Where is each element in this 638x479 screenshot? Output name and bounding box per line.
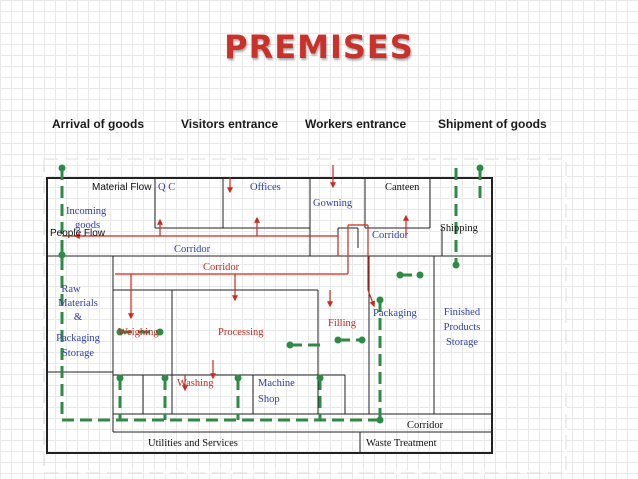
header-workers-entrance: Workers entrance — [305, 117, 407, 131]
room-utilities: Utilities and Services — [148, 438, 238, 449]
room-canteen: Canteen — [385, 182, 420, 193]
room-filling: Filling — [328, 318, 357, 329]
room-offices: Offices — [250, 182, 281, 193]
room-machine-shop-line2: Shop — [258, 394, 280, 405]
room-machine-shop-line1: Machine — [258, 378, 295, 389]
room-waste-treatment: Waste Treatment — [366, 438, 437, 449]
room-finished-products-line1: Finished — [444, 307, 481, 318]
material-flow-markers — [58, 164, 484, 424]
room-raw-materials-line1: Raw — [61, 284, 81, 295]
room-washing: Washing — [177, 378, 214, 389]
legend-people-flow: People Flow — [50, 228, 106, 239]
legend-material-flow: Material Flow — [92, 182, 152, 193]
corridor-red: Corridor — [203, 262, 240, 273]
room-finished-products-line3: Storage — [446, 337, 478, 348]
corridor-bottom: Corridor — [407, 420, 444, 431]
room-shipping: Shipping — [440, 223, 479, 234]
premises-boundary — [43, 158, 567, 474]
room-qc: Q C — [158, 182, 175, 193]
room-raw-materials-line4: Packaging — [56, 333, 100, 344]
premises-boundary-shadow — [43, 158, 567, 474]
people-flow-lines — [62, 165, 409, 392]
header-visitors-entrance: Visitors entrance — [181, 117, 279, 131]
header-shipment-of-goods: Shipment of goods — [438, 117, 547, 131]
room-processing: Processing — [218, 327, 264, 338]
page-title: PREMISES — [224, 28, 414, 66]
room-raw-materials-line2: Materials — [58, 298, 98, 309]
room-raw-materials-line3: & — [74, 312, 82, 323]
corridor-right: Corridor — [372, 230, 409, 241]
room-incoming-goods-line1: Incoming — [66, 206, 107, 217]
room-weighing: Weighing — [118, 327, 159, 338]
room-gowning: Gowning — [313, 198, 353, 209]
material-flow-lines — [60, 168, 482, 422]
corridor-upper: Corridor — [174, 244, 211, 255]
room-packaging: Packaging — [373, 308, 417, 319]
room-raw-materials-line5: Storage — [62, 348, 94, 359]
room-finished-products-line2: Products — [444, 322, 481, 333]
building-walls — [46, 177, 493, 454]
header-arrival-of-goods: Arrival of goods — [52, 117, 145, 131]
room-incoming-goods-line2: goods — [75, 220, 100, 231]
